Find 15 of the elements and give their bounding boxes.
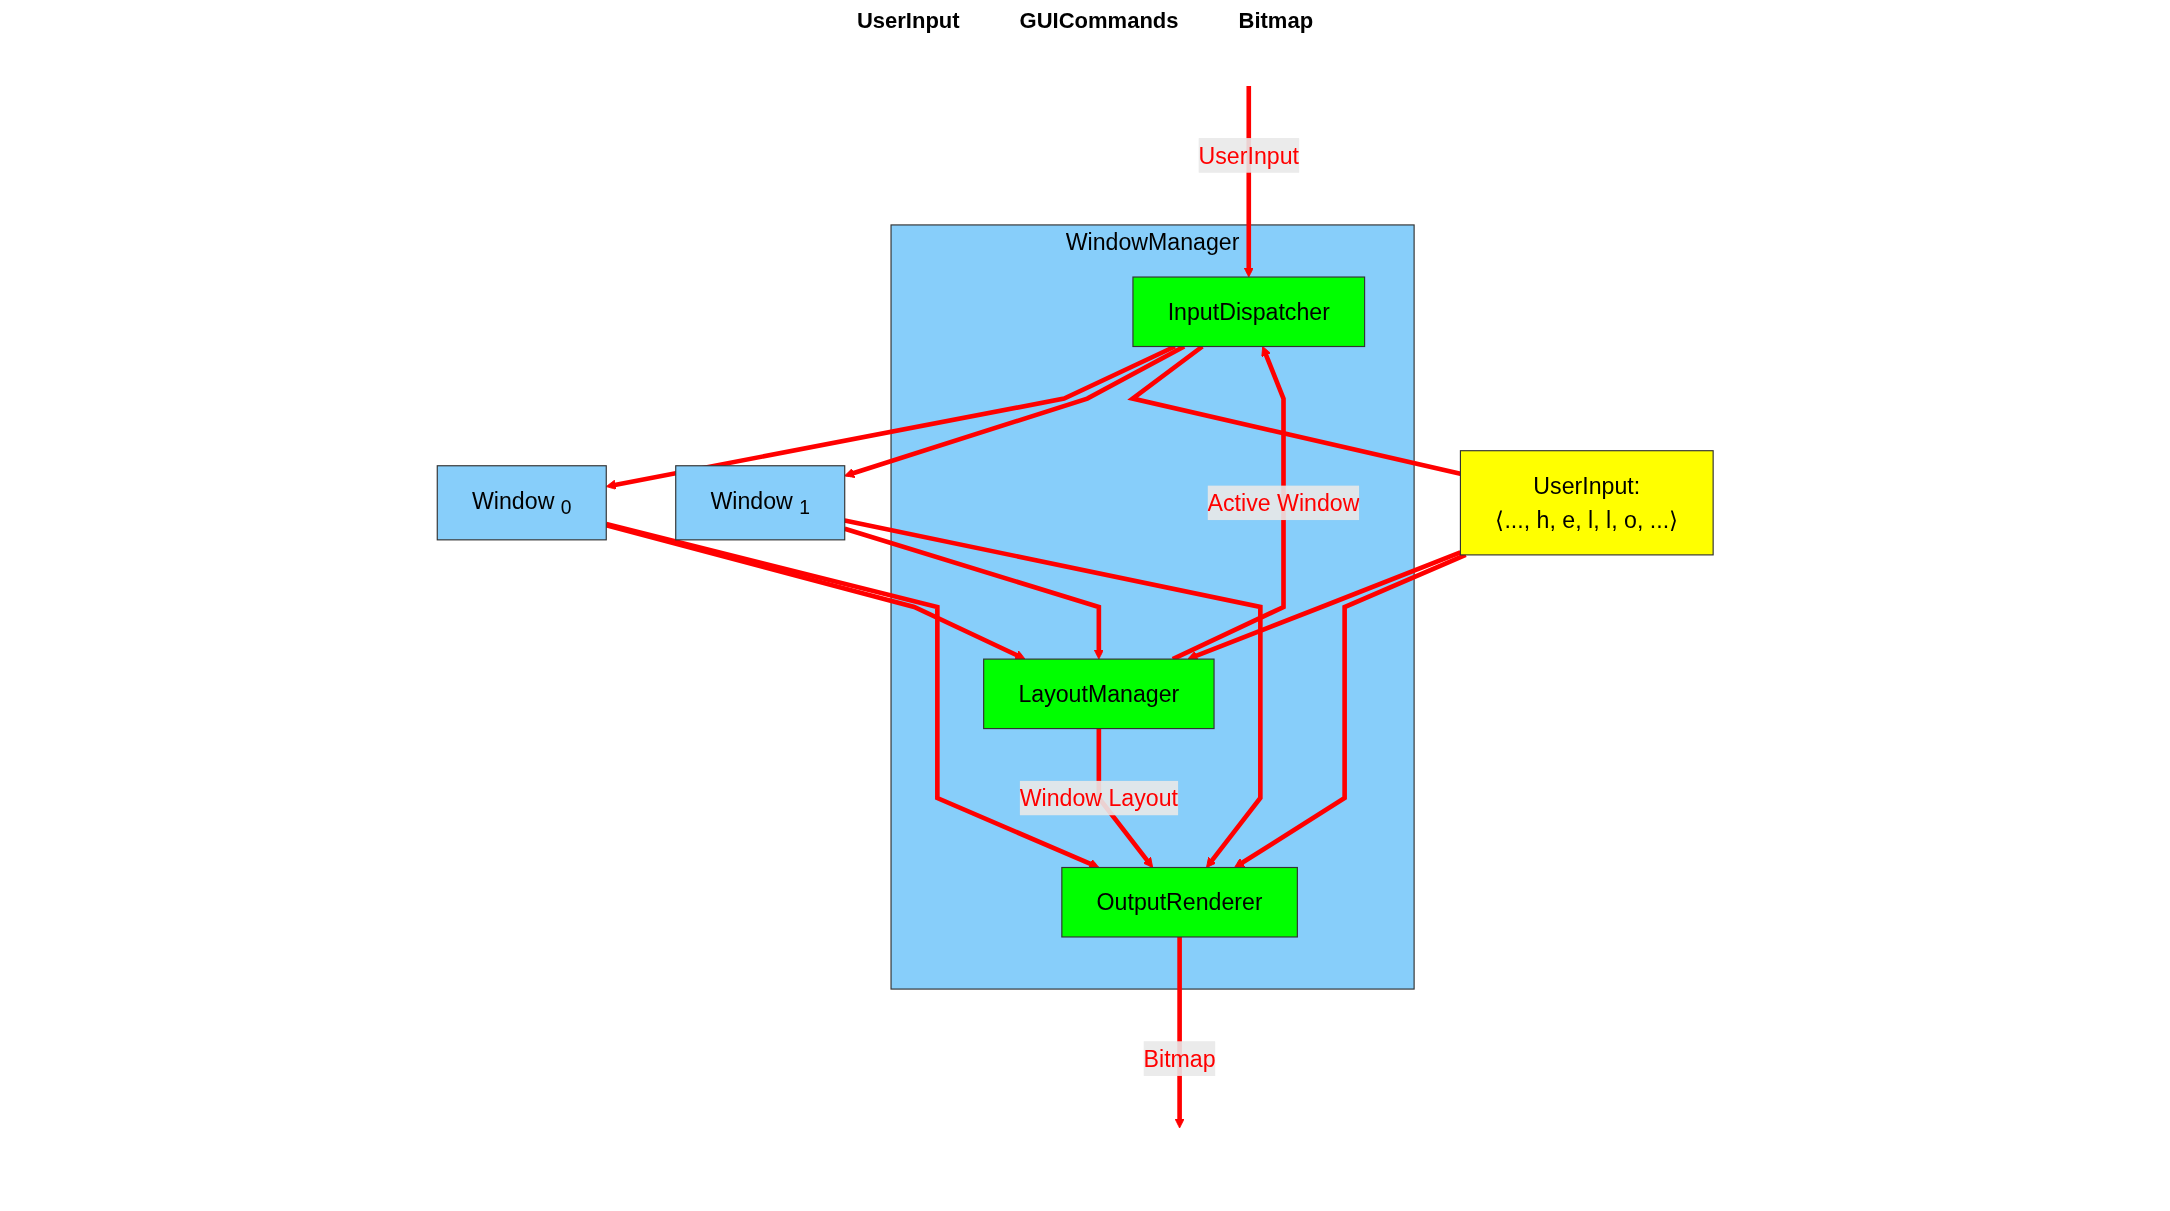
node-box: LayoutManager <box>982 658 1215 730</box>
edge-label: Active Window <box>1207 490 1360 516</box>
node-box: Window $_{0}$ <box>436 465 607 541</box>
edge-label: Bitmap <box>1143 1045 1216 1072</box>
node-box: Window $_{1}$ <box>674 465 846 541</box>
edge-label: Window Layout <box>1019 785 1178 811</box>
edge-group-label: UserInput <box>856 8 960 34</box>
arrow <box>1187 550 1462 661</box>
edge-group-label: GUICommands <box>1019 8 1179 34</box>
node-box: OutputRenderer <box>1061 866 1298 938</box>
node-box: InputDispatcher <box>1132 276 1365 348</box>
node-box: UserInput: ⟨..., h, e, l, l, o, ...⟩ <box>1459 450 1714 556</box>
edge-group-label: Bitmap <box>1238 8 1314 34</box>
edge-label: UserInput <box>1198 142 1299 169</box>
arrow <box>1233 552 1467 868</box>
